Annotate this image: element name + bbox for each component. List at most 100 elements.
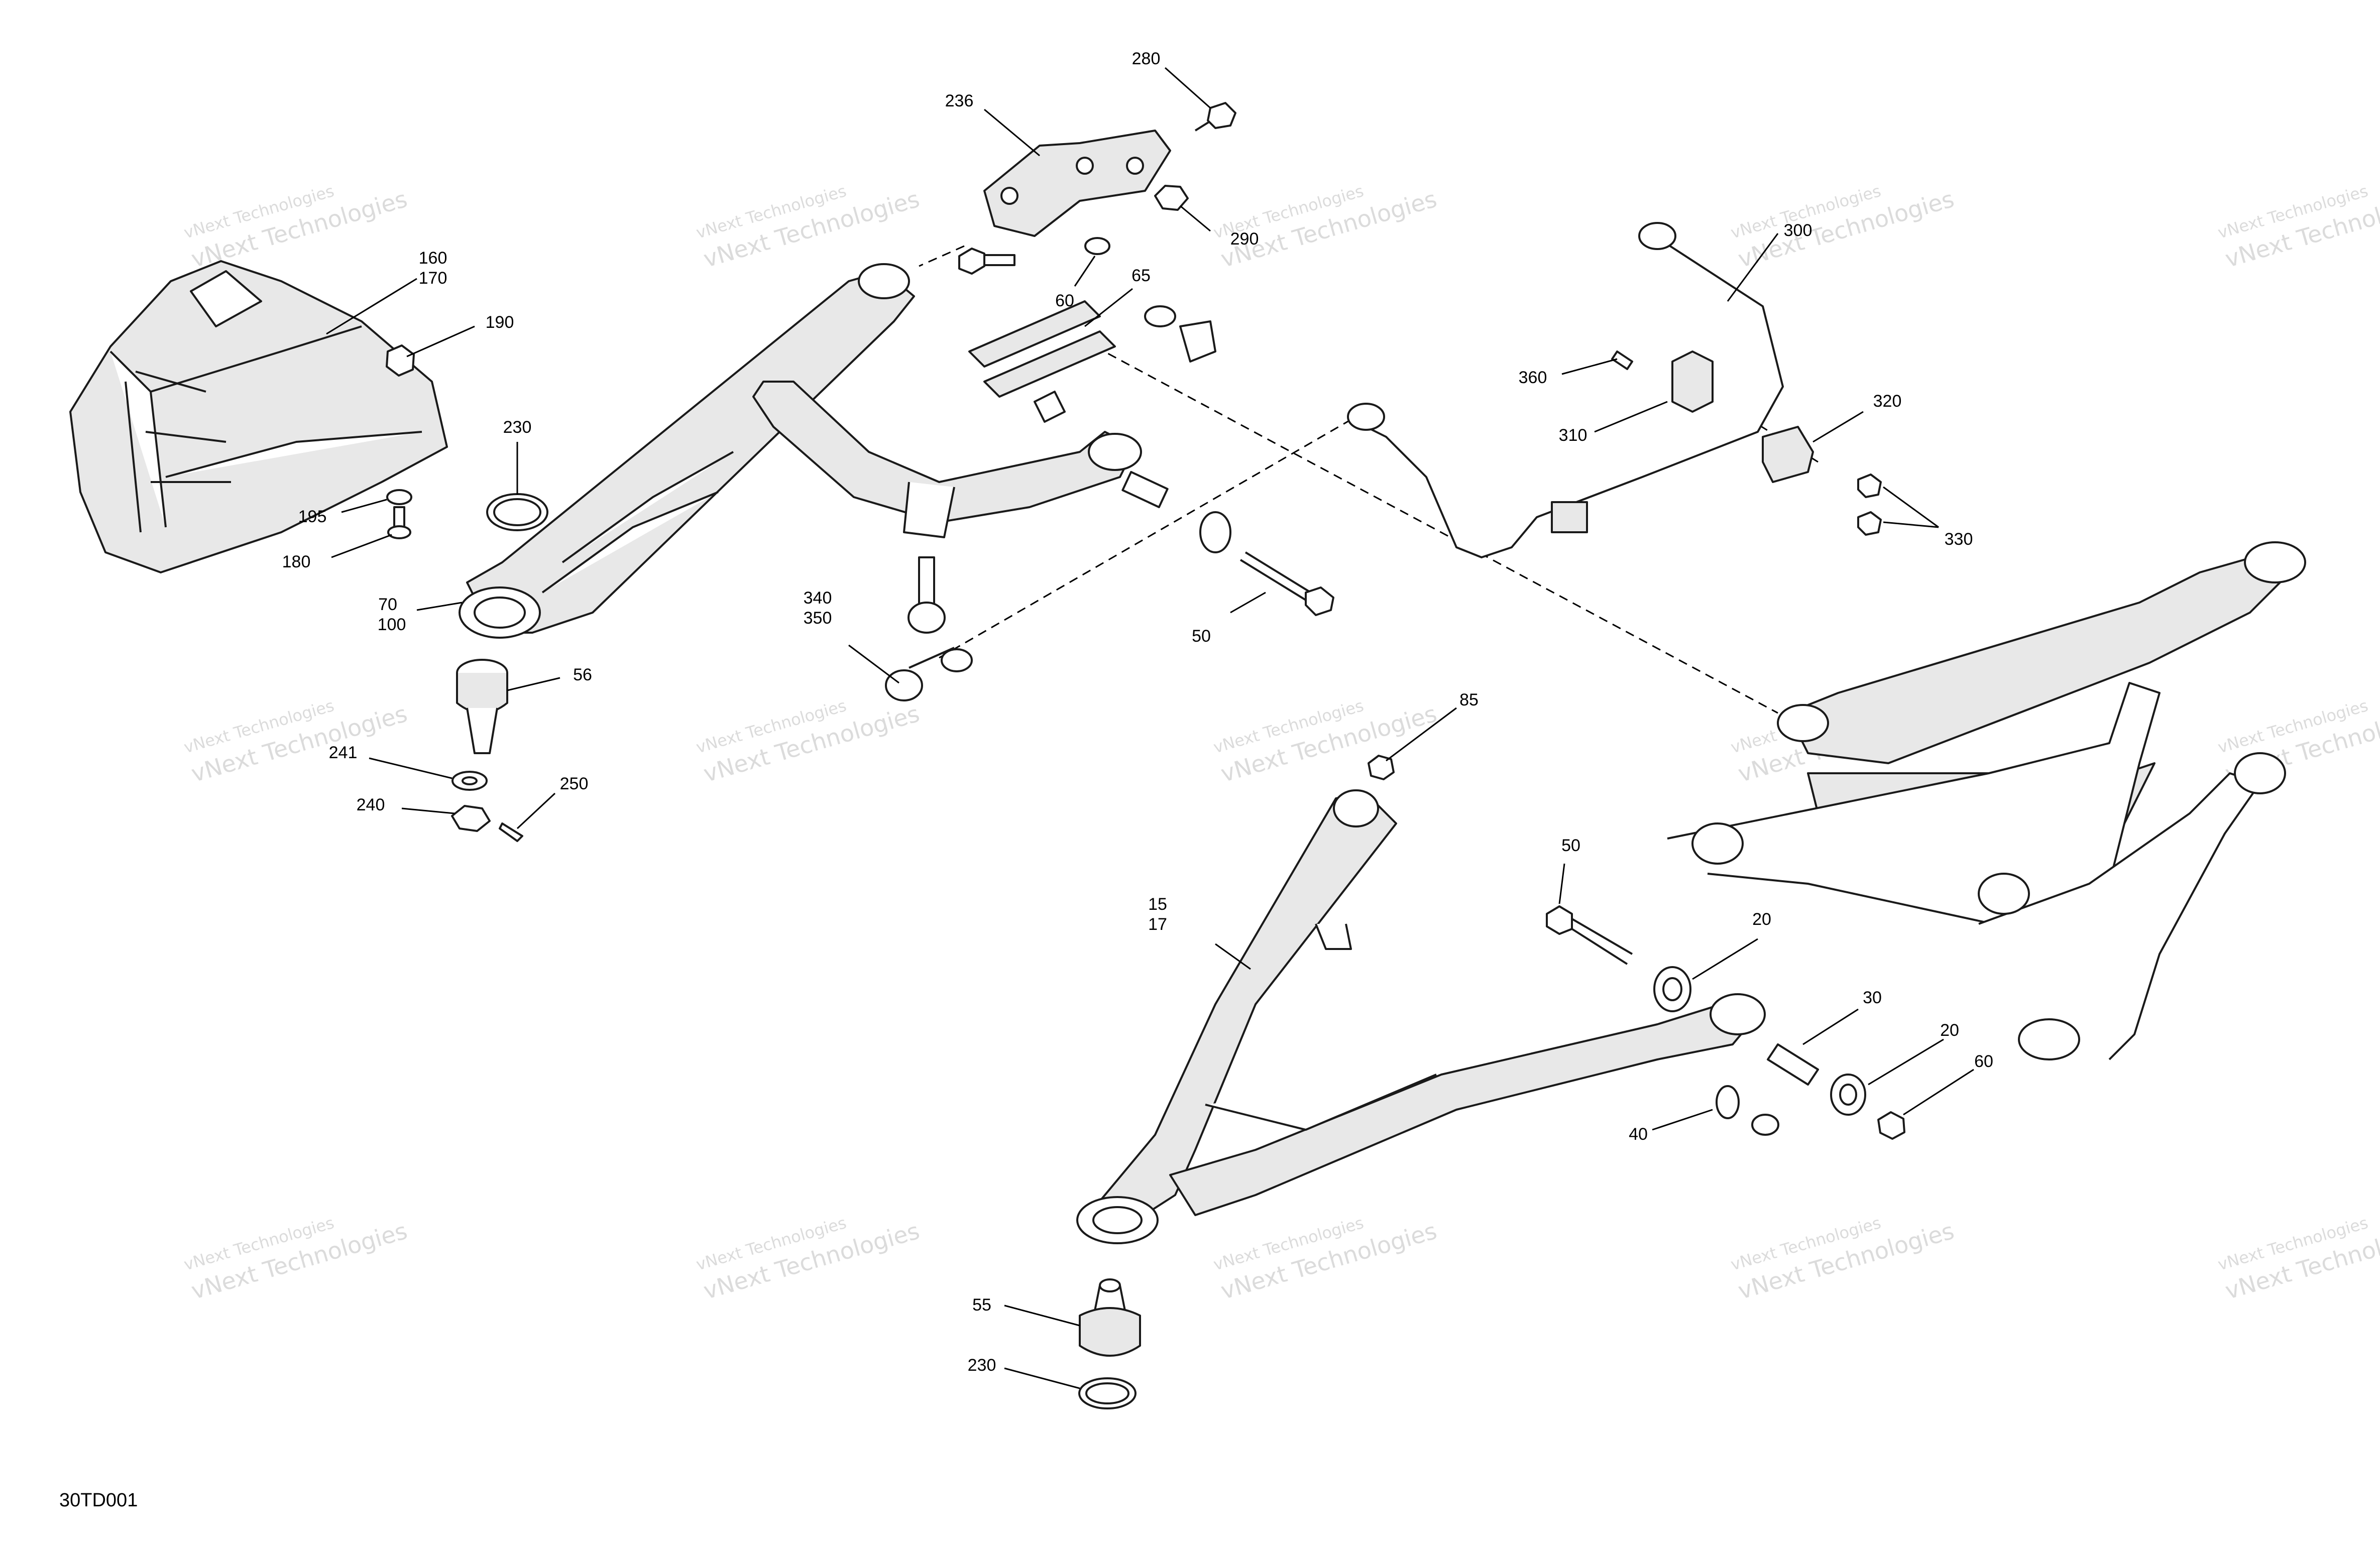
callout-160: 160	[419, 249, 447, 268]
leader-230-bottom	[1004, 1367, 1080, 1389]
callout-55: 55	[972, 1295, 991, 1315]
leader-300	[1727, 233, 1779, 302]
callout-56: 56	[573, 665, 592, 684]
stabilizer-link	[885, 556, 973, 701]
assembly-line	[919, 245, 965, 267]
leader-15-17	[1215, 943, 1251, 970]
leader-55	[1004, 1304, 1080, 1327]
callout-15: 15	[1148, 895, 1167, 914]
leader-310	[1594, 401, 1668, 433]
leader-50-lower	[1558, 863, 1565, 904]
leader-60-lower	[1903, 1069, 1974, 1116]
callout-240: 240	[357, 795, 385, 814]
leader-65	[1084, 288, 1133, 327]
callout-50-lower: 50	[1561, 836, 1580, 855]
bushing-310	[1671, 350, 1714, 413]
callout-310: 310	[1559, 426, 1588, 445]
leader-20-left	[1692, 938, 1758, 980]
leader-20-right	[1868, 1038, 1944, 1086]
callout-350: 350	[804, 609, 832, 628]
leader-50-upper	[1230, 591, 1266, 614]
leader-85	[1386, 707, 1457, 762]
callout-320: 320	[1873, 392, 1902, 411]
watermark: vNext Technologies vNext Technologies	[2216, 1213, 2380, 1304]
leader-70-100	[416, 602, 463, 611]
watermark: vNext Technologies vNext Technologies	[1729, 1213, 1957, 1304]
watermark: vNext Technologies vNext Technologies	[1211, 696, 1440, 787]
callout-100: 100	[378, 615, 406, 634]
callout-360: 360	[1519, 368, 1547, 387]
nut-60-lower	[1877, 1111, 1905, 1140]
circlip-230-bottom	[1078, 1377, 1137, 1409]
bushing-20-left	[1653, 966, 1691, 1012]
watermark: vNext Technologies vNext Technologies	[694, 1213, 923, 1304]
callout-50-upper: 50	[1192, 627, 1211, 646]
leader-340-350	[848, 644, 899, 684]
callout-20-right: 20	[1940, 1021, 1959, 1040]
watermark: vNext Technologies vNext Technologies	[1211, 181, 1440, 273]
callout-250: 250	[560, 774, 589, 793]
nut-290	[1154, 185, 1189, 211]
lower-ball-joint-55	[1079, 1278, 1141, 1357]
bolt-50-upper	[1239, 551, 1334, 616]
bushing-20-right	[1830, 1074, 1866, 1116]
callout-180: 180	[282, 552, 311, 571]
watermark-layer: vNext Technologies vNext Technologies vN…	[182, 181, 2380, 1304]
leader-241	[369, 757, 452, 779]
callout-280: 280	[1132, 49, 1161, 68]
callout-230-top: 230	[503, 418, 532, 437]
clamp-320	[1762, 426, 1814, 483]
leader-250	[516, 792, 556, 829]
callout-30: 30	[1863, 988, 1882, 1007]
callout-70: 70	[378, 595, 397, 614]
bracket-236	[983, 130, 1171, 237]
upper-ball-joint-56	[456, 659, 508, 754]
assembled-suspension	[1667, 541, 2306, 1060]
callout-241: 241	[329, 743, 358, 762]
callout-17: 17	[1148, 915, 1167, 934]
assembly-line	[939, 416, 1356, 659]
circlip-230-top	[486, 493, 548, 531]
washer-195	[386, 489, 412, 505]
bolt-280	[1194, 102, 1236, 132]
stabilizer-bar	[1347, 222, 1784, 558]
callout-40: 40	[1629, 1125, 1648, 1144]
leader-56	[507, 677, 560, 691]
callout-330: 330	[1945, 530, 1973, 549]
bolt-60-upper	[958, 248, 1015, 275]
watermark: vNext Technologies vNext Technologies	[2216, 181, 2380, 273]
bolts-330	[1857, 473, 1882, 536]
parts-layer	[69, 102, 2306, 1409]
leader-240	[401, 807, 455, 814]
skid-plate-guard	[69, 260, 448, 573]
callout-85: 85	[1459, 690, 1479, 709]
screw-360	[1611, 350, 1633, 370]
upper-a-arm	[459, 263, 1142, 639]
leader-lines	[326, 67, 1974, 1389]
nut-240	[451, 805, 491, 832]
callout-340: 340	[804, 588, 832, 608]
leader-190	[406, 325, 475, 358]
cotter-pin-250	[499, 822, 523, 842]
leader-280	[1165, 67, 1211, 109]
callout-60-lower: 60	[1974, 1052, 1993, 1071]
shim-plate-65	[968, 300, 1216, 398]
leader-330	[1883, 486, 1939, 528]
nut-85	[1368, 755, 1395, 780]
leader-60-upper	[1074, 256, 1096, 287]
leader-360	[1561, 358, 1618, 375]
callout-20-left: 20	[1752, 910, 1771, 929]
leader-290	[1180, 205, 1211, 232]
callout-190: 190	[486, 313, 514, 332]
bolt-50-lower	[1546, 905, 1633, 965]
washer-241	[451, 771, 488, 791]
leader-320	[1812, 411, 1864, 443]
watermark: vNext Technologies vNext Technologies	[182, 181, 410, 273]
leader-180	[331, 534, 392, 558]
washer-60	[1084, 237, 1110, 255]
screw-180	[387, 506, 411, 539]
callout-195: 195	[298, 507, 327, 526]
callout-170: 170	[419, 269, 447, 288]
leader-40	[1652, 1109, 1713, 1131]
